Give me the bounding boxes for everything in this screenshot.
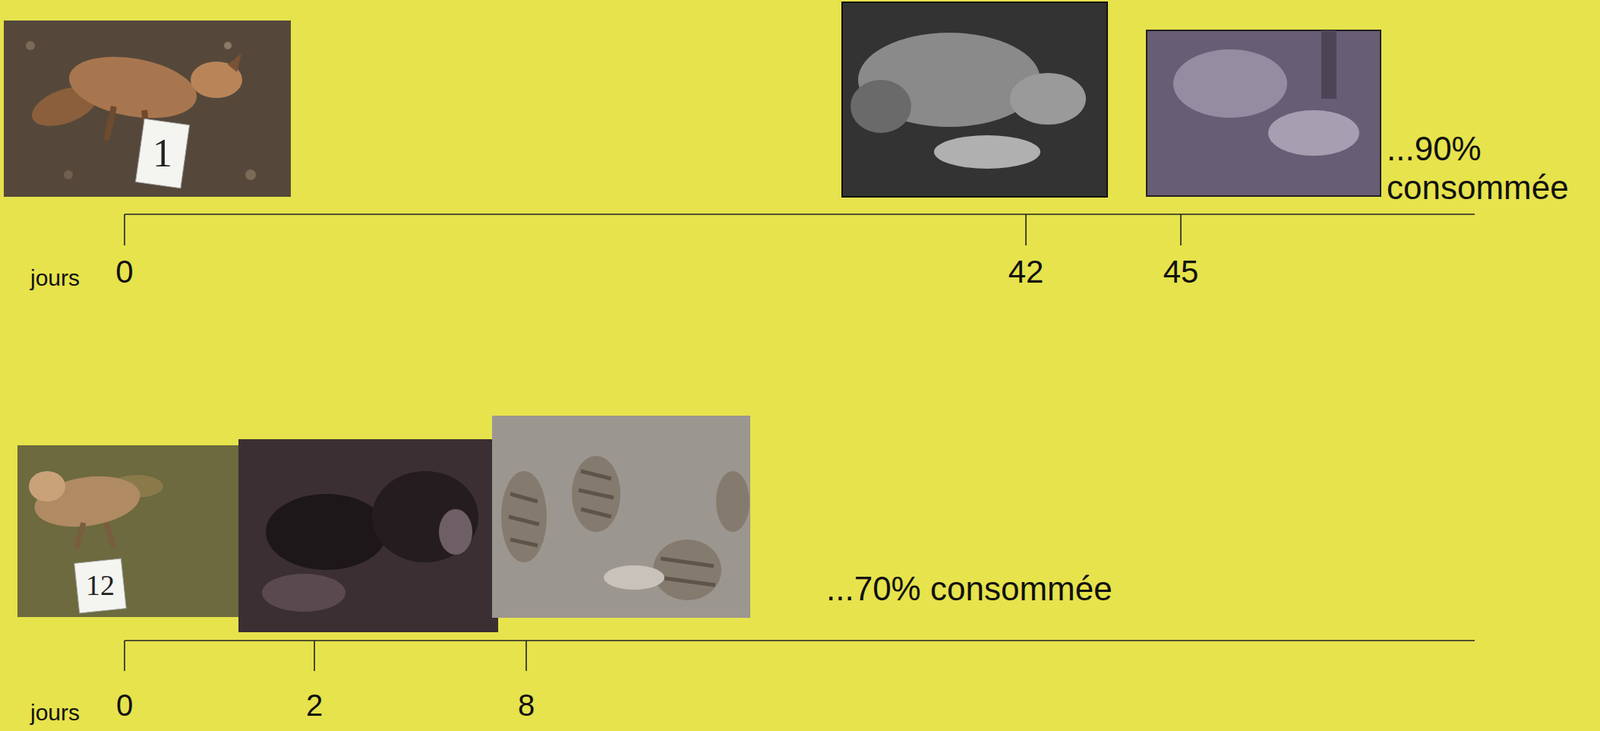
tick (1180, 214, 1182, 246)
piglet-stripes (578, 470, 614, 517)
pebble (25, 41, 35, 51)
piglet-stripes (508, 493, 540, 546)
boar-snout (438, 508, 473, 555)
consumption-note: ...90% consommée (1386, 129, 1592, 207)
pebble (63, 170, 73, 180)
tick-value: 2 (306, 687, 323, 723)
photo-ground (3, 20, 291, 197)
tick-value: 45 (1163, 253, 1200, 290)
piglets-photo (492, 415, 751, 618)
carcass (603, 564, 665, 590)
consumption-note: ...70% consommée (826, 569, 1113, 607)
card-number: 12 (85, 568, 115, 601)
axis-line (124, 213, 1475, 215)
axis-line (124, 639, 1475, 641)
boar-body (265, 493, 388, 570)
boar-body (1268, 110, 1360, 156)
piglet-body (501, 470, 547, 562)
axis-unit: jours (30, 699, 80, 725)
piglet (653, 539, 722, 600)
tick-value: 2 (306, 687, 323, 722)
photo-ground (492, 415, 751, 618)
piglet (716, 470, 750, 532)
piglet-body (653, 539, 722, 600)
pebble (224, 41, 232, 50)
consumption-note: ...90% consommée (1386, 129, 1569, 206)
fox-photo (3, 20, 291, 197)
tick-value: 8 (517, 687, 535, 722)
tree-trunk (1321, 30, 1337, 99)
boar-body (372, 470, 479, 562)
piglet (501, 470, 547, 562)
tick-value: 42 (1008, 253, 1045, 291)
photo-ground (842, 2, 1108, 197)
timeline-axis (124, 640, 1475, 671)
photo-ground (238, 438, 499, 632)
axis-unit: jours (30, 265, 80, 291)
carcass (934, 135, 1041, 169)
tick (525, 640, 528, 671)
boar-body (1173, 49, 1288, 118)
card-number: 1 (152, 130, 173, 177)
tick-value: 0 (115, 253, 133, 290)
note-card (74, 558, 127, 613)
boar-body (850, 79, 912, 133)
boar-photo (842, 2, 1108, 197)
tick-value: 45 (1163, 253, 1200, 291)
tick (1025, 214, 1027, 246)
tick-value: 42 (1008, 253, 1045, 290)
boar-head (1009, 72, 1086, 125)
piglet-body (571, 455, 621, 532)
piglet-stripes (659, 558, 716, 585)
tick (313, 640, 316, 671)
card-number: 1 (152, 131, 173, 175)
tick-value: 0 (115, 253, 133, 291)
tick (123, 640, 126, 671)
fox-body (64, 47, 202, 127)
piglet-body (716, 470, 750, 532)
axis-unit: jours (30, 699, 80, 726)
pebble (245, 169, 256, 180)
fox-head (28, 470, 66, 502)
tick-value: 0 (116, 687, 133, 723)
piglet (571, 455, 621, 532)
axis-unit: jours (30, 265, 80, 292)
fox-ear (227, 53, 242, 73)
timeline-axis (124, 214, 1475, 246)
photo-ground (17, 444, 240, 617)
photo-ground (1146, 30, 1381, 196)
fox-photo (17, 444, 240, 617)
fox-leg (75, 522, 114, 549)
consumption-note: ...70% consommée (826, 569, 1252, 609)
ground-patch (261, 573, 346, 612)
boar-photo (1146, 30, 1381, 196)
tick (123, 214, 126, 246)
card-number: 12 (85, 568, 115, 603)
tick-value: 0 (116, 687, 133, 722)
note-card (135, 118, 190, 189)
boar-photo (238, 438, 499, 632)
tick-value: 8 (517, 687, 535, 723)
